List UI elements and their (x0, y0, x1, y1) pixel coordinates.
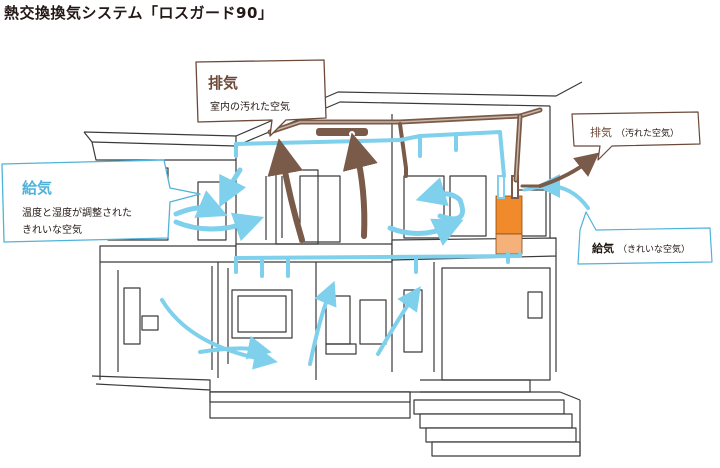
exhaust-heading: 排気 (208, 74, 239, 92)
ventilation-unit (495, 175, 523, 255)
exhaust-description: 室内の汚れた空気 (210, 102, 290, 113)
outdoor-exhaust-note: （汚れた空気） (616, 129, 680, 139)
outdoor-exhaust-box (571, 111, 701, 161)
house-structure (83, 81, 583, 457)
exhaust-callout-box (195, 59, 327, 137)
outdoor-supply-box (577, 211, 713, 265)
exhaust-ducts (267, 107, 543, 183)
diagram-title: 熱交換換気システム「ロスガード90」 (4, 4, 274, 22)
supply-heading: 給気 (22, 179, 53, 197)
outdoor-supply-heading: 給気 (592, 242, 614, 255)
supply-description-line1: 温度と湿度が調整された (22, 208, 132, 219)
outdoor-supply-note: （きれいな空気） (618, 245, 691, 255)
supply-airflow-arrows (160, 167, 590, 370)
exhaust-airflow-arrows (267, 132, 600, 243)
outdoor-exhaust-label: 排気 （汚れた空気） (590, 124, 679, 140)
supply-callout-box (1, 159, 201, 243)
outdoor-exhaust-heading: 排気 (590, 126, 612, 139)
supply-description-line2: きれいな空気 (22, 225, 82, 236)
outdoor-supply-label: 給気 （きれいな空気） (592, 240, 690, 256)
